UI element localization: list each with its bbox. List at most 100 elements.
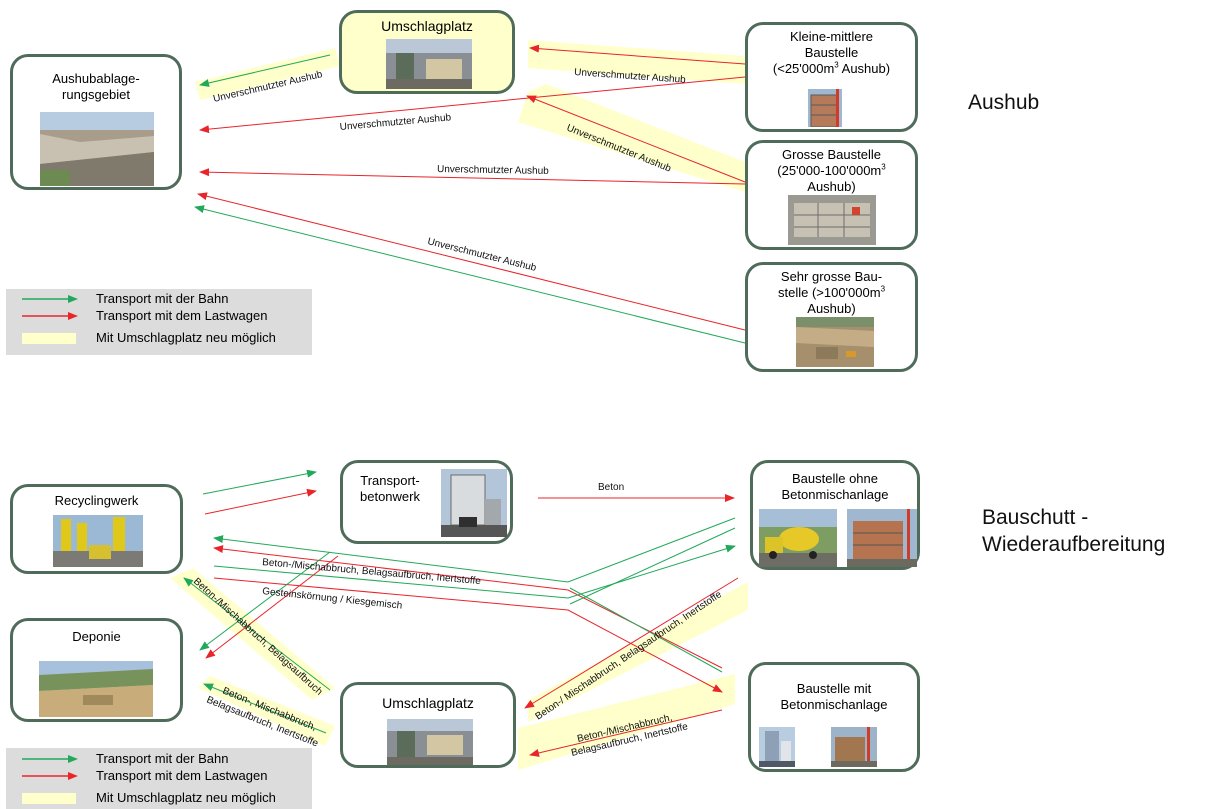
node-label: Deponie — [72, 629, 121, 644]
legend-highlight-label: Mit Umschlagplatz neu möglich — [96, 330, 276, 345]
legend-truck-label: Transport mit dem Lastwagen — [96, 768, 268, 783]
edge-klein-to-ablage-truck — [199, 76, 746, 134]
edge-ohne-to-recycling-rail — [213, 517, 736, 583]
node-label-line2: Betonmischanlage — [780, 697, 888, 712]
edge-recycling-to-deponie-truck — [205, 555, 339, 659]
building-photo-icon — [808, 89, 842, 127]
node-recyclingwerk: Recyclingwerk — [10, 484, 183, 574]
node-label-line3: Aushub) — [807, 179, 856, 194]
node-label-line2: Betonmischanlage — [781, 487, 889, 502]
construction-photo-icon — [788, 195, 876, 245]
node-baustelle-mit-betonmischanlage: Baustelle mit Betonmischanlage — [748, 662, 920, 772]
edge-label-kies: Gesteinskörnung / Kiesgemisch — [262, 586, 403, 612]
legend-truck-arrow-icon — [22, 312, 78, 320]
highlight-band-mit-umschlag — [518, 674, 735, 770]
top-edge-labels: Unverschmutzter Aushub Unverschmutzter A… — [212, 67, 686, 274]
bottom-edges — [183, 469, 739, 757]
site-photo-icon — [831, 727, 877, 767]
node-label-line2: betonwerk — [360, 489, 420, 504]
edge-label: Unverschmutzter Aushub — [339, 112, 452, 133]
legend-rail-arrow-icon — [22, 755, 78, 763]
bottom-highlight-bands — [170, 568, 748, 770]
section-label-line2: Wiederaufbereitung — [982, 533, 1166, 556]
node-label-line3: (<25'000m3 Aushub) — [748, 61, 915, 77]
concrete-plant-photo-icon — [441, 469, 507, 537]
edge-sehr-to-ablage-rail — [194, 205, 746, 344]
legend-bottom: Transport mit der Bahn Transport mit dem… — [6, 748, 312, 809]
node-label-line2-text: stelle (>100'000m — [777, 285, 881, 300]
node-label-line1: Baustelle ohne — [791, 471, 878, 486]
edge-label: Unverschmutzter Aushub — [437, 164, 549, 177]
landfill-photo-icon — [39, 661, 153, 717]
edge-recycling-to-transport-truck — [204, 488, 317, 515]
highlight-band-umschlag-gross — [518, 84, 745, 192]
node-grosse-baustelle: Grosse Baustelle (25'000-100'000m3 Aushu… — [745, 140, 918, 250]
quarry-photo-icon — [40, 112, 154, 186]
edge-mit-to-recycling-truck — [213, 545, 723, 669]
legend-highlight-swatch — [22, 333, 76, 344]
transshipment-photo-icon — [387, 719, 473, 765]
superscript: 3 — [834, 60, 839, 70]
node-label-line2: rungsgebiet — [62, 87, 130, 102]
mixer-truck-photo-icon — [759, 509, 837, 567]
superscript: 3 — [881, 162, 886, 172]
node-deponie: Deponie — [10, 618, 183, 722]
edge-klein-to-umschlag-truck — [529, 44, 746, 65]
node-sehr-grosse-baustelle: Sehr grosse Bau- stelle (>100'000m3 Aush… — [745, 262, 918, 372]
section-label-aushub: Aushub — [968, 91, 1040, 114]
edge-label-beton: Beton — [598, 482, 624, 493]
node-label-line1: Baustelle mit — [796, 681, 872, 696]
node-label-line3: Aushub) — [807, 301, 856, 316]
edge-recycling-to-ohne-rail — [213, 544, 736, 599]
node-label-line3-end: Aushub) — [838, 61, 891, 76]
node-umschlagplatz-bottom: Umschlagplatz — [340, 682, 516, 768]
section-label-line1: Bauschutt - — [982, 506, 1089, 529]
node-label: Recyclingwerk — [54, 493, 139, 508]
node-label: Umschlagplatz — [382, 695, 474, 711]
photo-icon — [386, 39, 472, 89]
edge-ohne-to-umschlag-truck — [524, 577, 739, 709]
edge-label-bruch: Beton-/Mischabbruch, Belagsaufbruch, Ine… — [262, 557, 482, 587]
highlight-band-deponie-umschlag — [198, 676, 335, 746]
node-label-line2: (25'000-100'000m3 — [748, 163, 915, 179]
highlight-band-ohne-umschlag — [528, 582, 748, 722]
node-transportbetonwerk: Transport- betonwerk — [340, 460, 513, 544]
node-label-line1: Transport- — [360, 473, 420, 488]
legend-top: Transport mit der Bahn Transport mit dem… — [6, 289, 312, 355]
node-label-line2-text: (25'000-100'000m — [777, 163, 882, 178]
edge-sehr-to-ablage-truck — [197, 192, 746, 331]
superscript: 3 — [880, 284, 886, 294]
node-aushubablagerungsgebiet: Aushubablage- rungsgebiet — [10, 54, 182, 190]
mixing-plant-photo-icon — [759, 727, 795, 767]
edge-recycling-to-deponie-rail — [199, 551, 331, 651]
legend-highlight-swatch — [22, 793, 76, 804]
node-label-line1: Sehr grosse Bau- — [780, 269, 883, 284]
edge-x-rail-2 — [569, 587, 723, 673]
edge-gross-to-umschlag-truck — [526, 95, 746, 183]
legend-truck-arrow-icon — [22, 772, 78, 780]
top-edges — [194, 44, 746, 344]
node-baustelle-ohne-betonmischanlage: Baustelle ohne Betonmischanlage — [750, 460, 920, 570]
section-label-bauschutt: Bauschutt - Wiederaufbereitung — [982, 504, 1165, 558]
edge-umschlag-to-recycling-rail — [183, 577, 331, 691]
recycling-plant-photo-icon — [53, 515, 143, 567]
highlight-band-umschlag-klein — [528, 40, 745, 84]
edge-umschlag-to-deponie-rail — [203, 683, 327, 734]
edge-ohne-to-mit-rail — [569, 527, 736, 605]
edge-gross-to-ablage-truck — [199, 168, 746, 185]
highlight-band-recycling-deponie — [170, 568, 335, 700]
excavation-photo-icon — [796, 317, 874, 367]
node-label: Umschlagplatz — [381, 18, 473, 34]
legend-highlight-label: Mit Umschlagplatz neu möglich — [96, 790, 276, 805]
node-label-line2: stelle (>100'000m3 — [748, 285, 915, 301]
legend-rail-label: Transport mit der Bahn — [96, 751, 229, 766]
legend-rail-label: Transport mit der Bahn — [96, 291, 229, 306]
edge-recycling-to-mit-truck — [213, 577, 723, 693]
node-label-line1: Grosse Baustelle — [782, 147, 881, 162]
node-label-line1: Kleine-mittlere — [789, 29, 874, 44]
node-label-line3-text: (<25'000m — [772, 61, 835, 76]
edge-recycling-to-transport-rail — [202, 469, 317, 495]
node-label-line1: Aushubablage- — [52, 71, 140, 86]
legend-truck-label: Transport mit dem Lastwagen — [96, 308, 268, 323]
